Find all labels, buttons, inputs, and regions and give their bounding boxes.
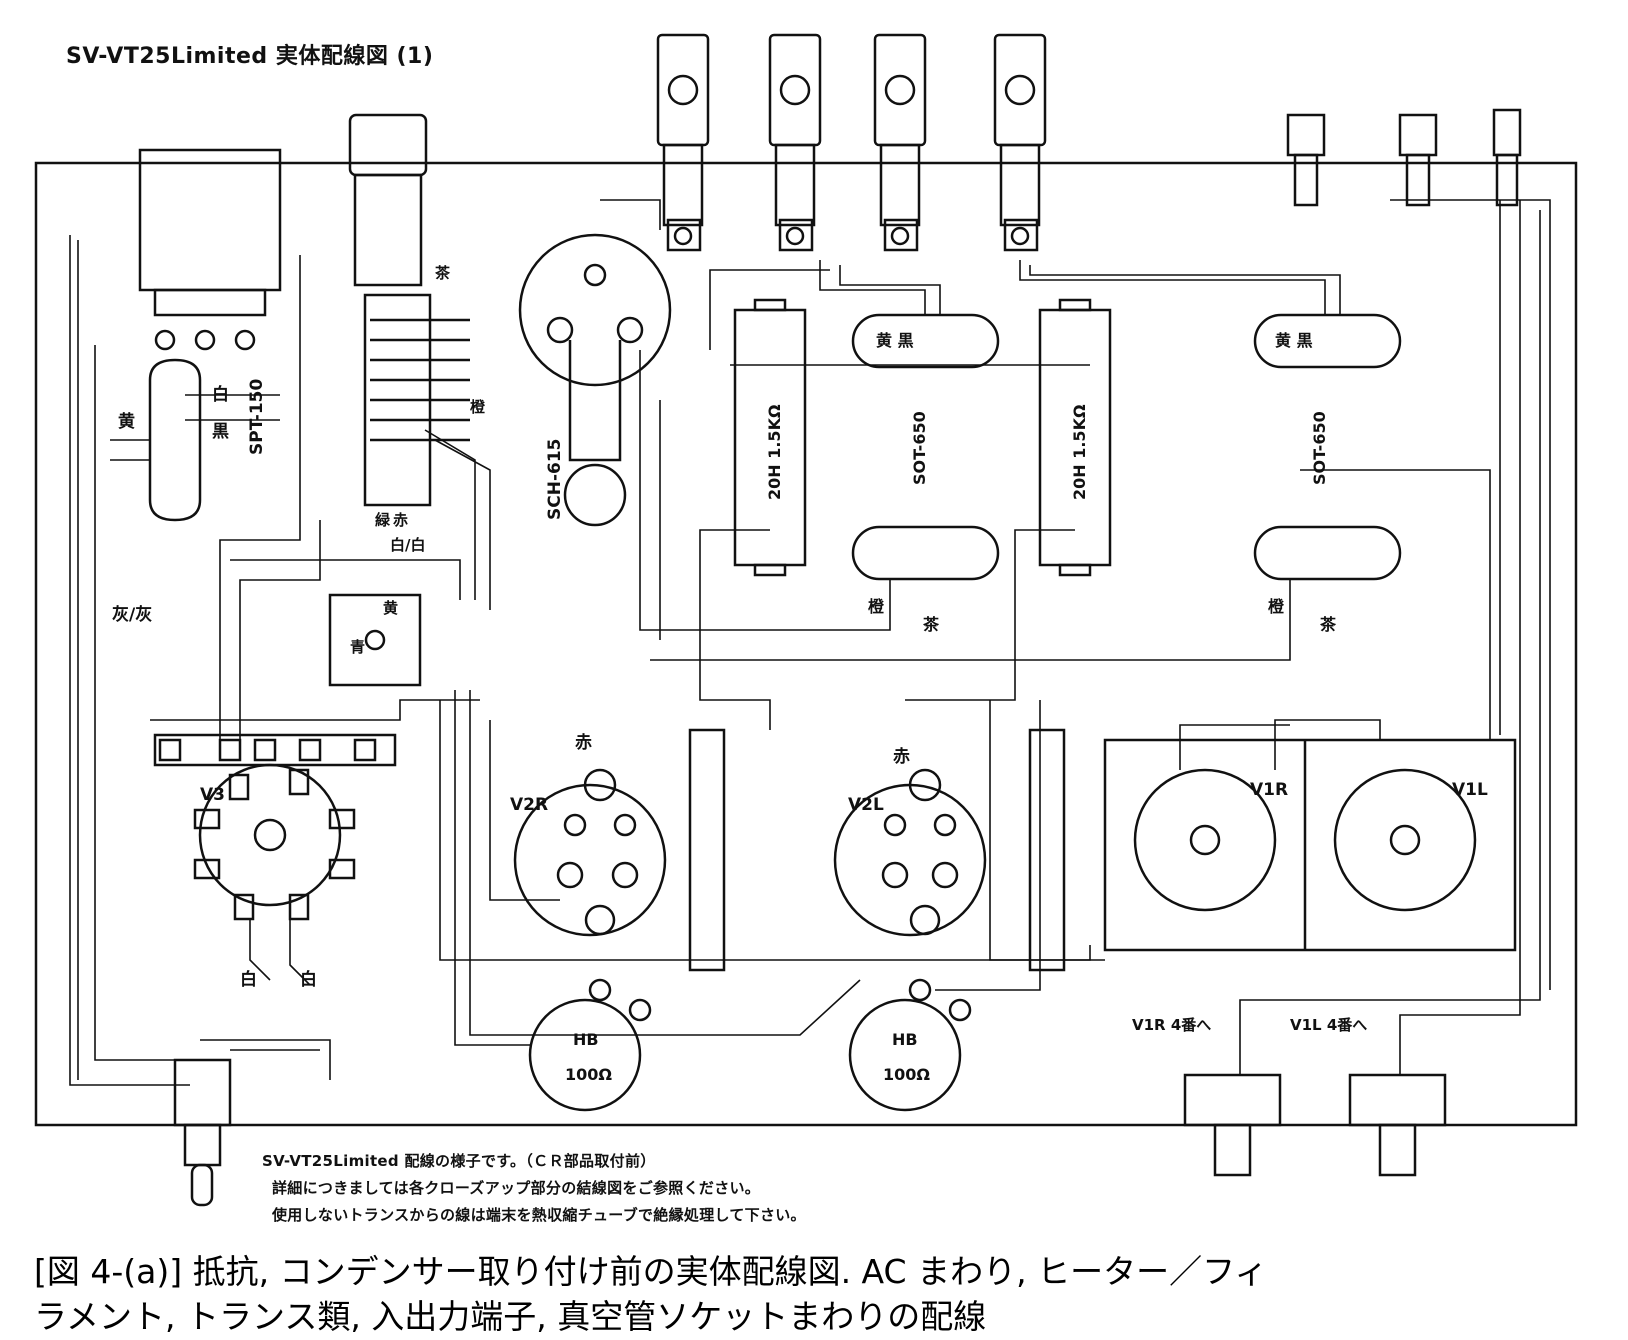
note-line-3: 使用しないトランスからの線は端末を熱収縮チューブで絶縁処理して下さい。 (272, 1206, 806, 1224)
svg-text:白: 白 (212, 384, 229, 405)
speaker-terminals (1286, 108, 1522, 207)
input-jacks (656, 33, 1047, 252)
input-jack-4 (993, 33, 1047, 252)
svg-text:白/白: 白/白 (390, 536, 425, 554)
hb-1-value: 100Ω (565, 1065, 612, 1084)
v1l-label: V1L (1452, 780, 1488, 800)
hb-2-value: 100Ω (883, 1065, 930, 1084)
v1l-to4-label: V1L 4番へ (1290, 1016, 1367, 1034)
power-transformer (148, 293, 470, 522)
choke (518, 233, 672, 527)
svg-text:黄 黒: 黄 黒 (876, 331, 914, 350)
diagram-title: SV-VT25Limited 実体配線図 (1) (66, 44, 434, 69)
choke-resistor-2 (1038, 298, 1112, 577)
bottom-right-jacks (1183, 1073, 1447, 1177)
output-transformer-right (1253, 313, 1402, 581)
wire-color-labels: 白 黒 黄 茶 橙 赤 緑 白/白 黄 青 灰/灰 黄 黒 黄 黒 橙 茶 橙 … (112, 264, 1337, 990)
svg-text:橙: 橙 (868, 597, 885, 616)
v2r-label: V2R (510, 795, 548, 815)
rectifier-block (328, 593, 422, 687)
tube-v2l-socket (833, 728, 1066, 972)
svg-text:橙: 橙 (1268, 597, 1285, 616)
terminal-strip (153, 733, 397, 767)
hb-pot-2 (848, 978, 972, 1112)
power-switch (173, 1058, 232, 1207)
sch615-label: SCH-615 (545, 439, 565, 521)
figure-caption-line-1: [図 4-(a)] 抵抗, コンデンサー取り付け前の実体配線図. AC まわり,… (34, 1252, 1268, 1291)
ac-inlet (138, 113, 428, 351)
svg-text:白: 白 (240, 969, 257, 990)
svg-text:赤: 赤 (393, 511, 408, 529)
input-jack-3 (873, 33, 927, 252)
tube-v3-socket (193, 763, 356, 921)
v3-label: V3 (200, 785, 225, 805)
spt150-label: SPT-150 (247, 378, 267, 455)
wire-harness (69, 199, 1551, 1086)
tube-v1-block (1103, 738, 1517, 952)
v1r-to4-label: V1R 4番へ (1132, 1016, 1211, 1034)
sot650-left-label: SOT-650 (910, 411, 929, 485)
svg-text:黄 黒: 黄 黒 (1275, 331, 1313, 350)
resistor-1-label: 20H 1.5KΩ (765, 404, 784, 500)
hb-2-label: HB (892, 1030, 918, 1049)
note-line-1: SV-VT25Limited 配線の様子です。（ＣＲ部品取付前） (262, 1152, 656, 1170)
chassis-outline (34, 161, 1578, 1127)
svg-text:白: 白 (300, 969, 317, 990)
resistor-2-label: 20H 1.5KΩ (1070, 404, 1089, 500)
svg-text:黄: 黄 (118, 411, 135, 432)
v2l-label: V2L (848, 795, 884, 815)
svg-text:茶: 茶 (1319, 615, 1337, 634)
svg-text:赤: 赤 (575, 732, 592, 753)
svg-text:黒: 黒 (212, 422, 229, 442)
input-jack-2 (768, 33, 822, 252)
svg-text:緑: 緑 (375, 511, 391, 529)
svg-text:赤: 赤 (893, 746, 910, 767)
svg-text:黄: 黄 (383, 599, 398, 617)
hb-pot-1 (528, 978, 652, 1112)
note-line-2: 詳細につきましては各クローズアップ部分の結線図をご参照ください。 (272, 1179, 761, 1197)
choke-resistor-1 (733, 298, 807, 577)
svg-text:茶: 茶 (922, 615, 940, 634)
svg-text:青: 青 (350, 638, 365, 656)
svg-text:灰/灰: 灰/灰 (112, 604, 152, 625)
figure-caption-line-2: ラメント, トランス類, 入出力端子, 真空管ソケットまわりの配線 (34, 1297, 987, 1336)
svg-text:茶: 茶 (435, 264, 451, 282)
v1r-label: V1R (1250, 780, 1288, 800)
tube-v2r-socket (513, 728, 726, 972)
svg-text:橙: 橙 (470, 398, 486, 416)
input-jack-1 (656, 33, 710, 252)
hb-1-label: HB (573, 1030, 599, 1049)
sot650-right-label: SOT-650 (1310, 411, 1329, 485)
